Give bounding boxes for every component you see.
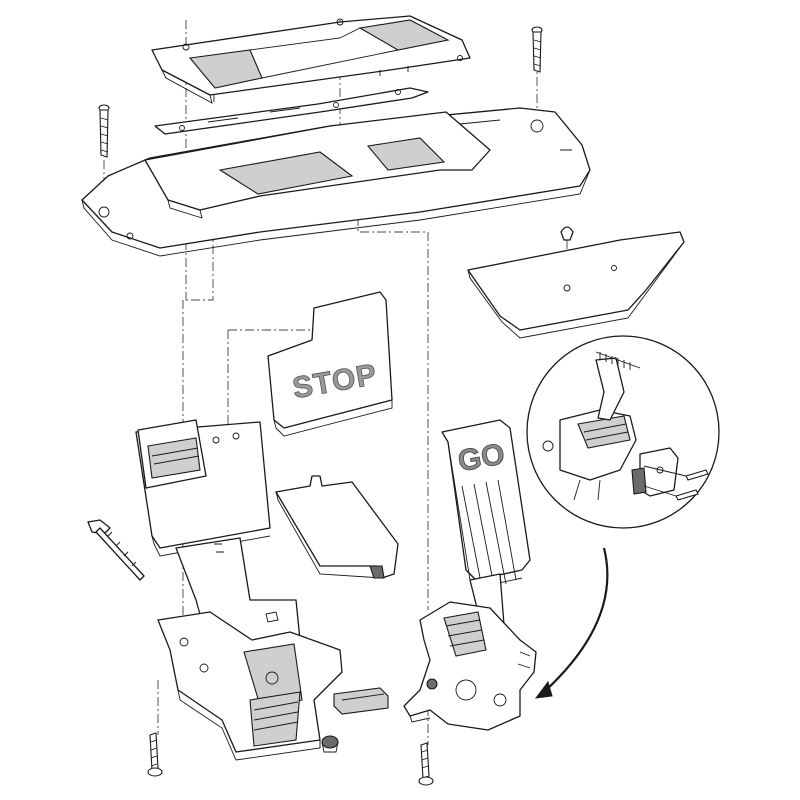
switch-block xyxy=(333,687,389,715)
base-plate xyxy=(81,107,591,257)
gasket xyxy=(154,87,429,135)
bolt-left-upper xyxy=(98,104,110,205)
bolt-right-upper xyxy=(531,26,543,73)
bolt-center-lower xyxy=(418,742,434,786)
accelerator-pedal-assembly xyxy=(403,573,537,731)
detail-callout xyxy=(526,335,720,529)
brake-pedal-pad: STOP xyxy=(267,291,393,437)
bolt-left-lower xyxy=(147,732,163,777)
pivot-rod xyxy=(87,519,145,581)
top-cover-plate xyxy=(151,15,471,104)
accelerator-pedal-pad: GO xyxy=(441,419,531,589)
callout-arrow xyxy=(534,547,609,699)
spring-cover xyxy=(275,475,399,579)
brake-pedal-assembly xyxy=(135,419,343,761)
cover-panel xyxy=(467,226,685,339)
pivot-cap xyxy=(321,735,339,753)
